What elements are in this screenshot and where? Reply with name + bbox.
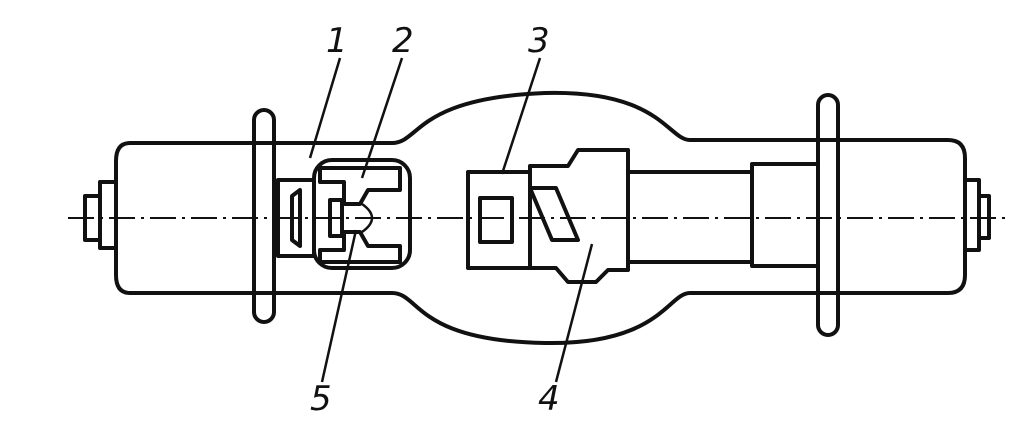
left-terminal-pin <box>83 194 102 242</box>
focusing-cup-upper-section <box>318 166 402 206</box>
right-terminal-pin <box>977 194 991 240</box>
leader-line-1 <box>308 57 342 159</box>
leader-line-4 <box>554 243 594 383</box>
callout-label-5: 5 <box>310 379 332 419</box>
left-terminal-collar <box>98 180 118 250</box>
callout-label-4: 4 <box>538 379 560 419</box>
glass-envelope <box>114 90 967 346</box>
leader-line-2 <box>360 57 404 179</box>
right-terminal-collar <box>963 178 981 252</box>
cathode-filament <box>290 188 302 248</box>
anode-head <box>466 170 532 270</box>
anode-target <box>528 186 580 242</box>
cathode-insulator <box>328 198 344 238</box>
cathode-focusing-cup <box>312 158 412 270</box>
right-flange <box>816 93 840 337</box>
callout-label-3: 3 <box>528 21 550 61</box>
anode-base-collar <box>750 162 820 268</box>
leader-line-3 <box>500 57 542 175</box>
anode-assembly <box>466 148 820 284</box>
left-flange <box>252 108 276 324</box>
anode-window <box>478 196 514 244</box>
focusing-cup-lower-section <box>318 230 402 264</box>
leader-line-5 <box>320 229 358 383</box>
callout-label-1: 1 <box>326 21 348 61</box>
anode-body <box>528 148 630 284</box>
emission-aperture <box>361 202 374 234</box>
callout-label-2: 2 <box>392 21 414 61</box>
cathode-assembly <box>276 158 412 270</box>
